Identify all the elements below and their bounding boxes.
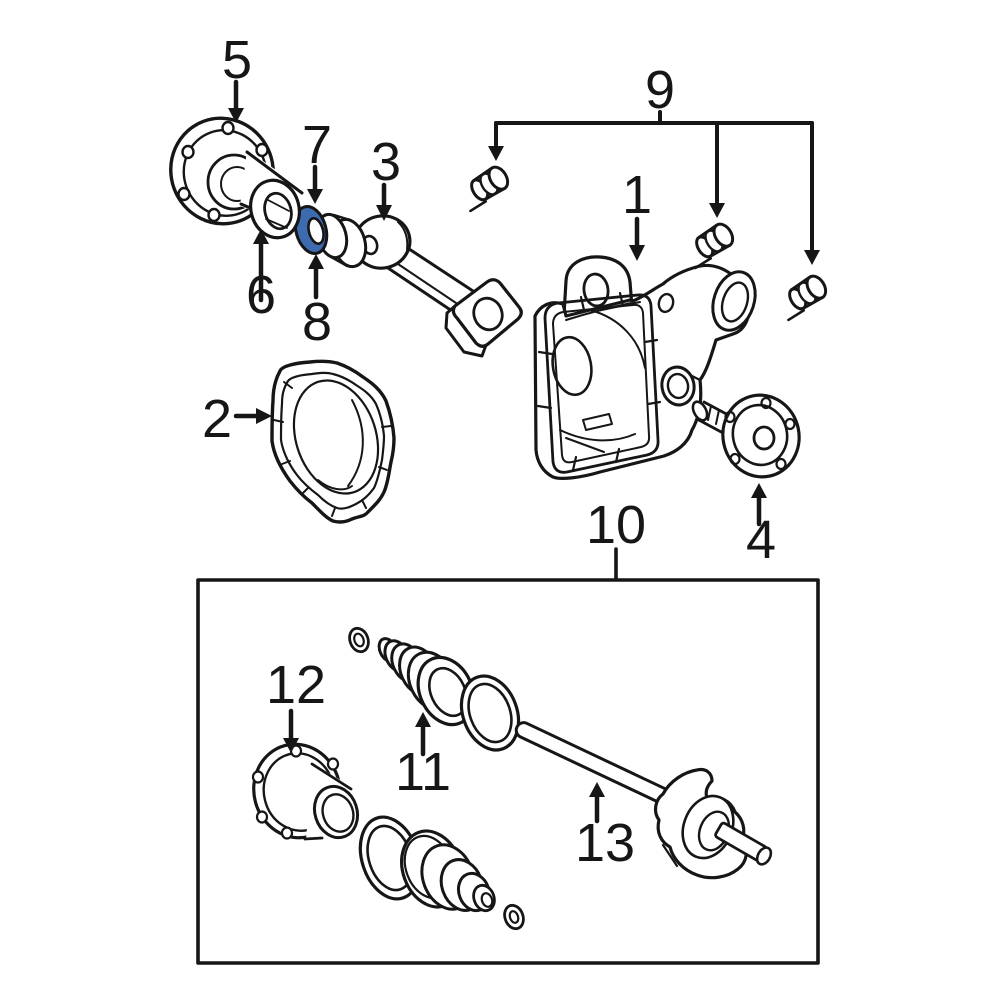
boot-ring-upper-drawing (459, 674, 521, 752)
callout-label-8: 8 (302, 292, 332, 352)
callout-arrow-12 (283, 708, 299, 753)
callout-arrow-2 (233, 408, 272, 424)
callout-label-2: 2 (202, 389, 232, 449)
callout-label-7: 7 (302, 115, 332, 175)
callout-label-6: 6 (246, 265, 276, 325)
callout-bracket-9 (488, 110, 820, 265)
callout-arrow-7 (307, 164, 323, 204)
part-2-cover-drawing (270, 359, 396, 524)
callout-arrow-3 (376, 182, 392, 221)
part-9-bushing-3-drawing (773, 271, 832, 322)
callout-label-9: 9 (645, 60, 675, 120)
callout-label-5: 5 (222, 30, 252, 90)
callout-label-3: 3 (371, 132, 401, 192)
callout-arrow-5 (228, 79, 244, 123)
callout-label-4: 4 (746, 510, 776, 570)
part-3-carrier-arm-drawing (352, 214, 523, 358)
callout-arrow-13 (589, 782, 605, 824)
clamp-ring-upper-drawing (348, 626, 370, 654)
part-7-seal-drawing (293, 204, 329, 256)
callout-arrow-11 (415, 712, 431, 757)
part-9-bushing-2-drawing (680, 219, 739, 270)
cv-boot-lower-drawing (400, 829, 496, 913)
part-12-flange-drawing (251, 742, 360, 841)
part-9-bushing-1-drawing (455, 162, 514, 213)
callout-arrow-1 (629, 216, 645, 261)
callout-label-10: 10 (586, 495, 646, 555)
part-1-housing-drawing (533, 255, 757, 480)
callout-label-12: 12 (266, 655, 326, 715)
part-4-flange-drawing (691, 393, 801, 479)
callout-arrow-6 (253, 229, 269, 303)
callout-label-1: 1 (622, 165, 652, 225)
callout-arrow-4 (751, 483, 767, 527)
callout-label-13: 13 (575, 813, 635, 873)
callout-label-11: 11 (395, 742, 451, 802)
callout-arrow-8 (308, 254, 324, 300)
clamp-ring-lower-drawing (503, 903, 525, 931)
part-13-axle-shaft-drawing (514, 721, 773, 880)
part-6-ring-drawing (249, 178, 301, 240)
